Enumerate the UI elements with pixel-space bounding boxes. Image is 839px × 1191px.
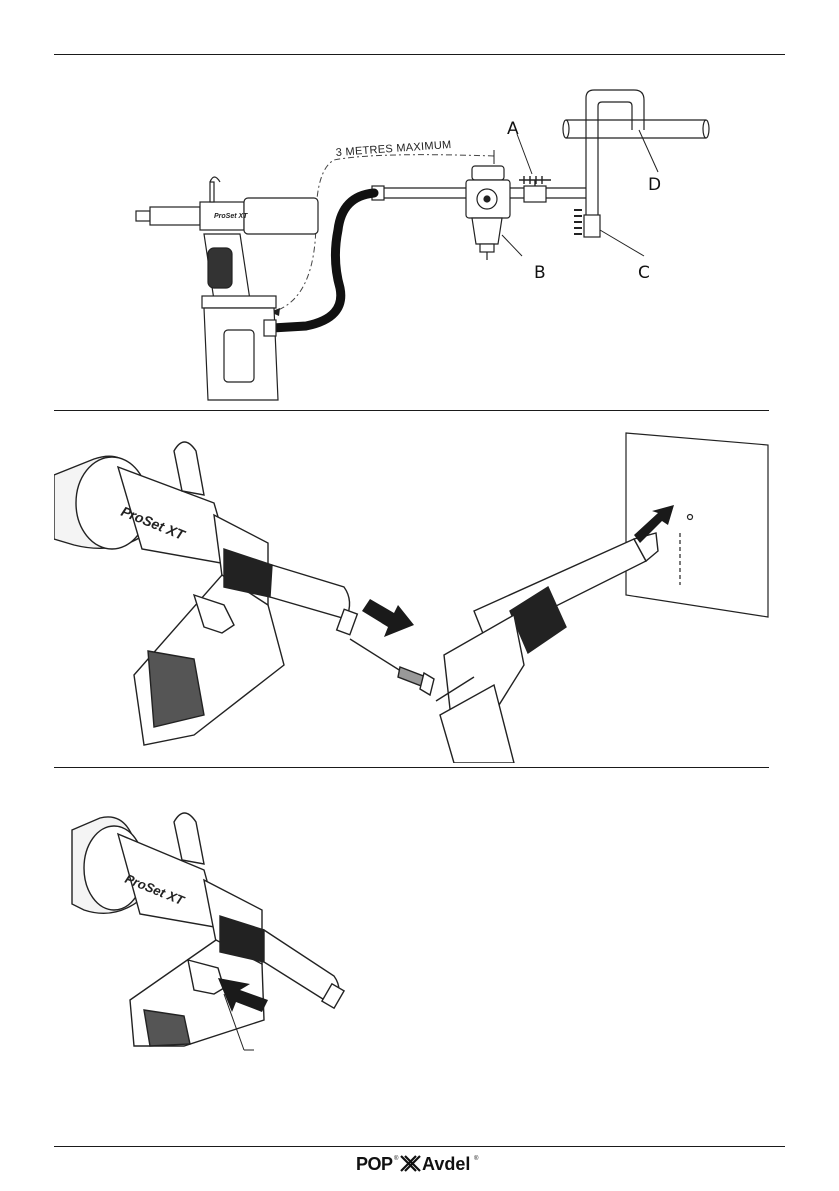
callout-d: D — [648, 175, 661, 195]
tool-air-inlet — [264, 320, 276, 336]
logo-registered-1: ® — [394, 1155, 399, 1162]
callout-b: B — [534, 263, 546, 283]
drain-valve — [584, 215, 600, 237]
trigger-operation-diagram: ProSet XT — [54, 800, 374, 1060]
filter-regulator — [466, 166, 510, 260]
logo-avdel: Avdel — [422, 1154, 470, 1174]
section-rule-1 — [54, 410, 769, 411]
logo-pop: POP — [356, 1154, 393, 1174]
rivet-tool — [136, 177, 318, 400]
callout-c: C — [638, 263, 650, 283]
shut-off-valve — [524, 186, 546, 202]
footer-logo: POP ® Avdel ® — [356, 1152, 496, 1176]
section-rule-2 — [54, 767, 769, 768]
rivet-insertion-diagram: ProSet XT — [54, 415, 785, 763]
air-supply-diagram: 3 METRES MAXIMUM ProSet XT A B C — [54, 60, 785, 406]
rivet — [350, 639, 434, 695]
top-rule — [54, 54, 785, 55]
insert-arrow — [362, 599, 414, 637]
tool-right — [436, 533, 658, 763]
avdel-x-icon — [401, 1156, 420, 1171]
tool-brand-label: ProSet XT — [214, 213, 248, 220]
callout-a: A — [507, 119, 519, 139]
footer-rule — [54, 1146, 785, 1147]
airline-pipe — [563, 120, 709, 138]
swan-neck-drop — [586, 90, 644, 215]
distance-label: 3 METRES MAXIMUM — [335, 139, 452, 159]
logo-registered-2: ® — [474, 1155, 479, 1162]
drain-knob — [574, 210, 582, 234]
tool-left — [54, 442, 284, 745]
shut-off-handle — [519, 176, 551, 186]
